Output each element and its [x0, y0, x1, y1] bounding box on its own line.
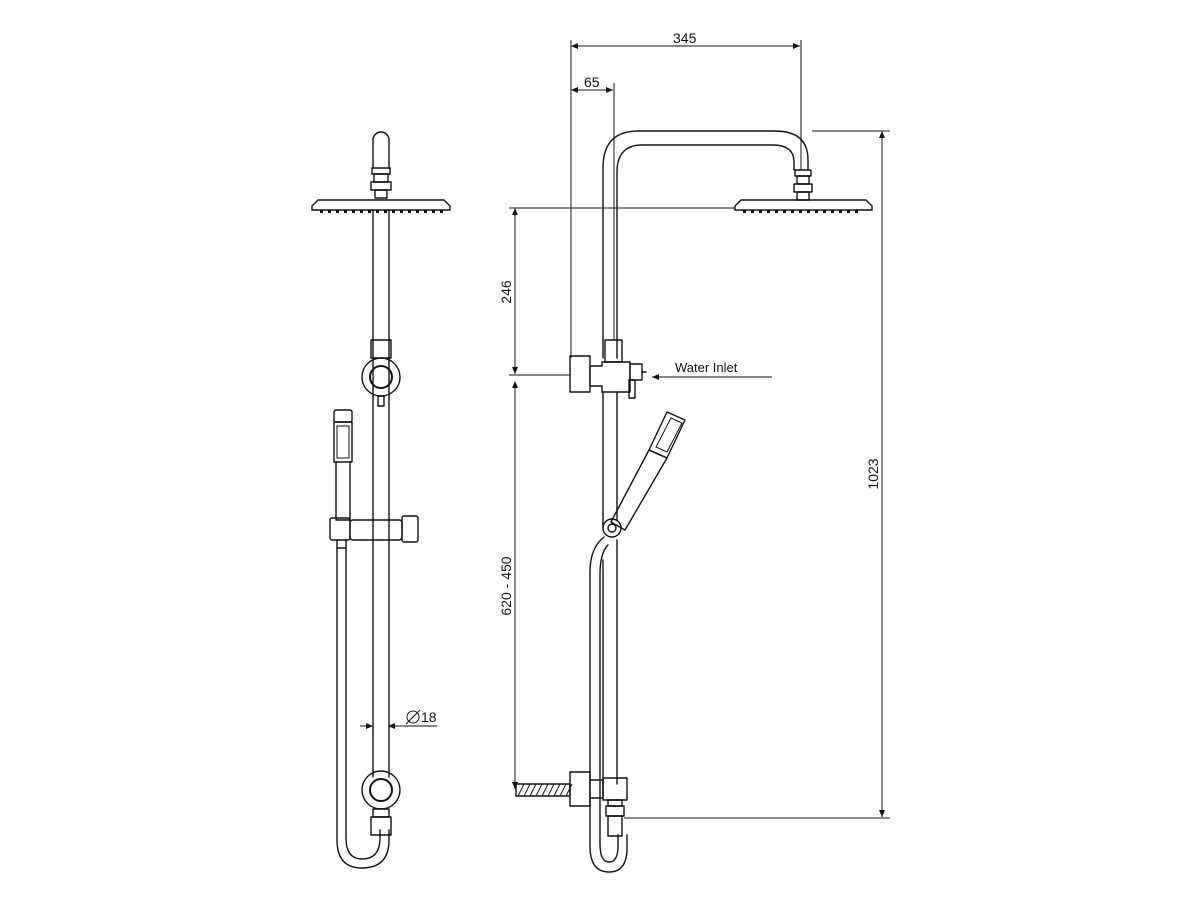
side-hand-shower: [602, 411, 686, 538]
front-slider: [329, 515, 419, 549]
nozzle-mark: [807, 210, 810, 213]
nozzle-mark: [392, 210, 395, 213]
nozzle-mark: [424, 210, 427, 213]
dimension-65: 65: [571, 74, 615, 340]
nozzle-mark: [440, 210, 443, 213]
nozzle-mark: [432, 210, 435, 213]
nozzle-mark: [376, 210, 379, 213]
front-upper-bracket: [361, 339, 401, 407]
nozzle-mark: [360, 210, 363, 213]
nozzle-mark: [352, 210, 355, 213]
front-shower-head: [311, 199, 451, 211]
nozzle-mark: [791, 210, 794, 213]
nozzle-mark: [783, 210, 786, 213]
dimension-1023-label: 1023: [865, 458, 881, 489]
front-hand-shower: [333, 409, 353, 521]
nozzle-mark: [823, 210, 826, 213]
dimension-246-label: 246: [498, 280, 514, 304]
nozzle-mark: [743, 210, 746, 213]
nozzle-mark: [847, 210, 850, 213]
rail-diameter-label: 18: [421, 709, 437, 725]
nozzle-mark: [839, 210, 842, 213]
water-inlet-label: Water Inlet: [675, 360, 738, 375]
nozzle-mark: [336, 210, 339, 213]
hatch-line: [523, 783, 531, 797]
nozzle-mark: [855, 210, 858, 213]
hatch-line: [559, 783, 567, 797]
side-view: Water Inlet 345 65 1023 246: [498, 30, 890, 873]
side-hose: [589, 536, 628, 873]
dimension-65-label: 65: [584, 74, 600, 90]
front-view: 18: [311, 131, 451, 869]
nozzle-mark: [831, 210, 834, 213]
hatch-line: [517, 783, 525, 797]
nozzle-mark: [416, 210, 419, 213]
nozzle-mark: [328, 210, 331, 213]
hatch-line: [553, 783, 561, 797]
nozzle-mark: [815, 210, 818, 213]
hatch-line: [565, 783, 573, 797]
dimension-345-label: 345: [673, 30, 697, 46]
nozzle-mark: [751, 210, 754, 213]
dimension-620-450: 620 - 450: [498, 381, 518, 789]
side-shower-head: [734, 199, 873, 211]
side-lower-bracket: [515, 771, 628, 837]
hatch-line: [541, 783, 549, 797]
hatch-line: [529, 783, 537, 797]
nozzle-mark: [320, 210, 323, 213]
water-inlet-callout: Water Inlet: [652, 360, 772, 380]
front-lower-bracket: [361, 770, 401, 836]
nozzle-mark: [799, 210, 802, 213]
side-shower-arm: [602, 130, 809, 359]
rail-diameter-dimension: 18: [360, 709, 437, 729]
nozzle-mark: [408, 210, 411, 213]
nozzle-mark: [400, 210, 403, 213]
front-hose: [336, 547, 390, 869]
dimension-345: 345: [570, 30, 802, 358]
nozzle-mark: [384, 210, 387, 213]
hatch-line: [547, 783, 555, 797]
dimension-246: 246: [498, 207, 735, 376]
nozzle-mark: [759, 210, 762, 213]
nozzle-mark: [368, 210, 371, 213]
nozzle-mark: [775, 210, 778, 213]
dimension-620-450-label: 620 - 450: [498, 556, 514, 615]
dimension-1023: 1023: [624, 130, 890, 819]
nozzle-mark: [344, 210, 347, 213]
side-diverter: [569, 339, 647, 399]
hatch-line: [535, 783, 543, 797]
nozzle-mark: [767, 210, 770, 213]
